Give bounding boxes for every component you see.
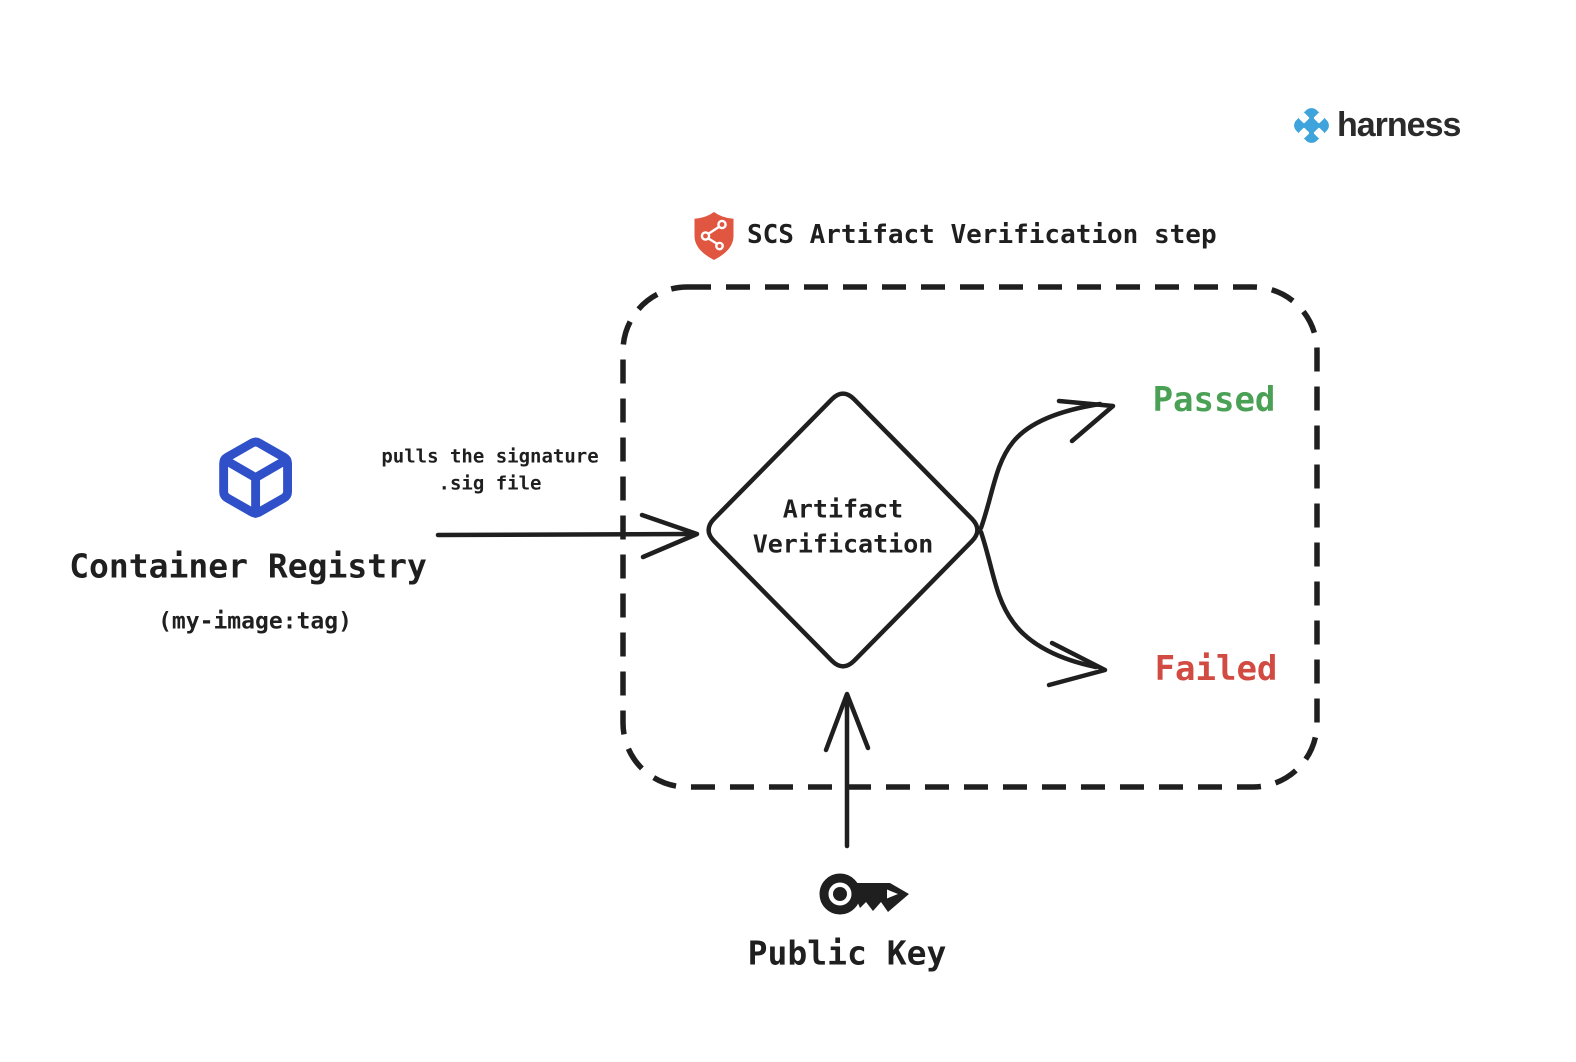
harness-logo-icon (1294, 108, 1329, 143)
pull-signature-arrow (435, 512, 700, 560)
cube-icon (219, 437, 292, 518)
pull-arrow-label-line1: pulls the signature (381, 445, 599, 468)
passed-outcome-label: Passed (1152, 380, 1276, 420)
public-key-label: Public Key (747, 933, 947, 973)
verification-step-boundary (620, 284, 1320, 790)
decision-label-line2: Verification (752, 529, 934, 559)
key-icon (819, 873, 909, 915)
artifact-verification-diamond (706, 391, 980, 669)
decision-label-line1: Artifact (782, 494, 904, 524)
public-key-arrow (823, 691, 871, 849)
container-registry-title: Container Registry (69, 546, 427, 586)
step-header-title: SCS Artifact Verification step (747, 220, 1217, 250)
scs-shield-icon (694, 212, 734, 260)
pull-arrow-label-line2: .sig file (438, 472, 542, 495)
failed-outcome-label: Failed (1154, 649, 1278, 689)
failed-arrow (978, 529, 1108, 688)
passed-arrow (978, 398, 1116, 531)
harness-wordmark: harness (1337, 106, 1461, 144)
container-registry-image-tag: (my-image:tag) (158, 608, 352, 635)
